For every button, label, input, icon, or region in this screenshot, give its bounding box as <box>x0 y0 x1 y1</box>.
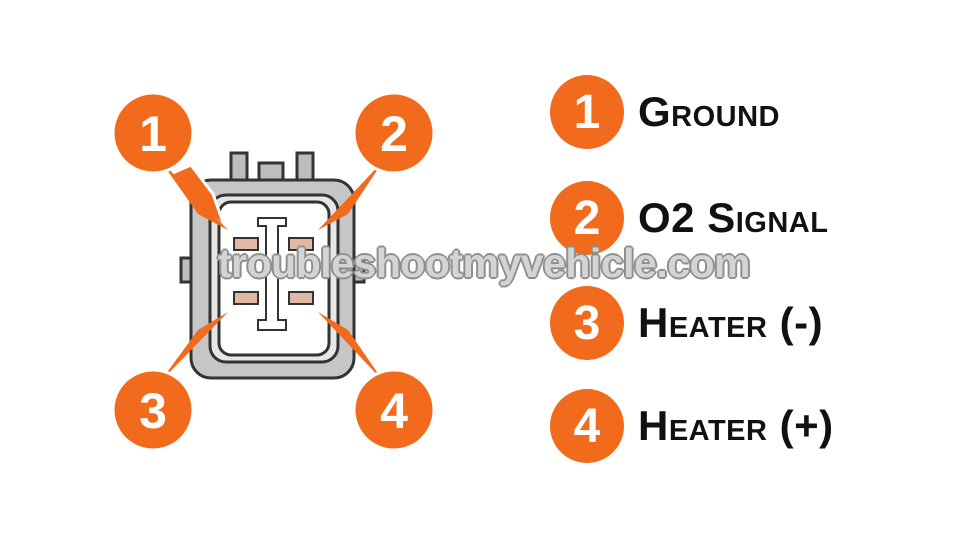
callout-3: 3 <box>111 312 228 452</box>
callout-2: 2 <box>318 91 436 230</box>
callout-3-number: 3 <box>139 383 167 439</box>
callout-3-badge <box>111 368 195 452</box>
legend-badge-4: 4 <box>550 389 624 463</box>
terminal-3 <box>233 291 259 305</box>
connector-key <box>257 217 287 331</box>
legend-item-3: 3 Heater (-) <box>550 286 823 360</box>
watermark: troubleshootmyvehicle.com <box>218 240 751 286</box>
terminal-4 <box>288 291 314 305</box>
legend-label-heater-negative: Heater (-) <box>638 299 824 346</box>
terminal-2 <box>288 237 314 251</box>
legend-item-2: 2 O2 Signal <box>550 181 828 255</box>
callout-3-arrow-tip <box>160 312 228 382</box>
callout-4: 4 <box>318 312 436 452</box>
legend-label-o2-signal: O2 Signal <box>638 194 829 241</box>
legend-label-ground: Ground <box>638 88 780 135</box>
callout-1-number: 1 <box>139 106 167 162</box>
callout-1-arrow-tip <box>160 160 228 230</box>
callout-2-number: 2 <box>380 106 408 162</box>
callout-2-badge <box>352 91 436 175</box>
callout-4-badge <box>352 368 436 452</box>
legend-item-4: 4 Heater (+) <box>550 389 834 463</box>
callout-2-arrow-tip <box>318 160 384 230</box>
legend-item-1: 1 Ground <box>550 75 780 149</box>
callout-1: 1 <box>111 91 228 230</box>
callout-1-badge <box>111 91 195 175</box>
terminals <box>233 237 314 305</box>
callout-4-number: 4 <box>380 383 408 439</box>
legend-badge-3: 3 <box>550 286 624 360</box>
terminal-1 <box>233 237 259 251</box>
legend-badge-1: 1 <box>550 75 624 149</box>
legend-badge-2: 2 <box>550 181 624 255</box>
legend-label-heater-positive: Heater (+) <box>638 402 834 449</box>
callout-4-arrow-tip <box>318 312 384 382</box>
